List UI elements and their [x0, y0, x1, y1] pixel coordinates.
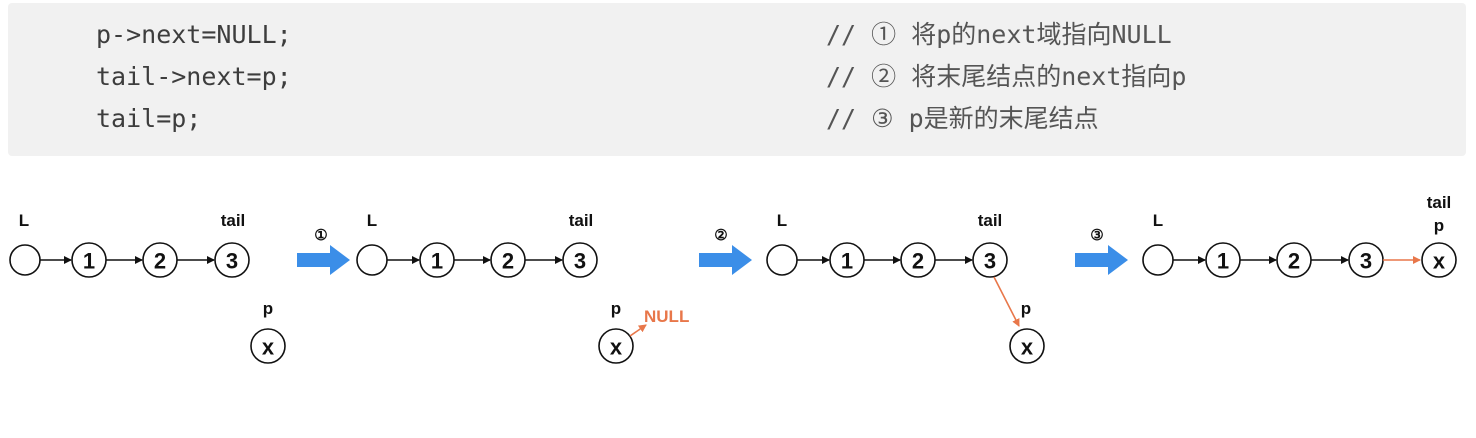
- stage-2: L tail 1 2 3 p x: [766, 211, 1045, 364]
- node-value: 1: [83, 249, 95, 274]
- head-pointer-label: L: [1153, 211, 1163, 230]
- list-node-3: [972, 242, 1008, 278]
- p-pointer-label: p: [1434, 216, 1444, 235]
- head-node: [1142, 244, 1174, 276]
- p-pointer-label: p: [1021, 299, 1031, 318]
- node-value: 1: [841, 249, 853, 274]
- stage-3: L 1 2 3 tail p x: [1142, 193, 1457, 278]
- comment-line-3: // ③ p是新的末尾结点: [826, 104, 1099, 133]
- node-value: 2: [154, 249, 166, 274]
- node-value: 1: [431, 249, 443, 274]
- step-label-1: ①: [314, 227, 327, 244]
- new-node-x: [250, 328, 286, 364]
- linked-list-diagram: L tail 1 2 3 p x ① L tail 1 2 3 p x NULL: [9, 193, 1457, 364]
- new-node-x: [1009, 328, 1045, 364]
- head-pointer-label: L: [777, 211, 787, 230]
- null-link: [629, 324, 647, 337]
- stage-1: L tail 1 2 3 p x NULL: [356, 211, 689, 364]
- step-label-3: ③: [1090, 227, 1103, 244]
- code-line-1: p->next=NULL;: [96, 20, 292, 49]
- tail-to-p-link: [993, 276, 1020, 327]
- head-node: [766, 244, 798, 276]
- stage-0: L tail 1 2 3 p x: [9, 211, 286, 364]
- tail-pointer-label: tail: [221, 211, 246, 230]
- node-value: x: [1021, 335, 1034, 360]
- comment-line-2: // ② 将末尾结点的next指向p: [826, 62, 1187, 91]
- p-pointer-label: p: [611, 299, 621, 318]
- node-value: 3: [984, 249, 996, 274]
- list-node-3: [562, 242, 598, 278]
- node-value: 3: [226, 249, 238, 274]
- node-value: 2: [912, 249, 924, 274]
- new-node-x: [598, 328, 634, 364]
- tail-pointer-label: tail: [978, 211, 1003, 230]
- node-value: 3: [1360, 249, 1372, 274]
- node-value: x: [610, 335, 623, 360]
- step-arrow-icon: [297, 245, 350, 275]
- node-value: x: [262, 335, 275, 360]
- p-pointer-label: p: [263, 299, 273, 318]
- null-label: NULL: [644, 307, 689, 326]
- code-panel: p->next=NULL; tail->next=p; tail=p; // ①…: [8, 3, 1466, 156]
- comment-line-1: // ① 将p的next域指向NULL: [826, 20, 1172, 49]
- node-value: x: [1433, 249, 1446, 274]
- code-line-3: tail=p;: [96, 104, 202, 133]
- head-pointer-label: L: [367, 211, 377, 230]
- node-value: 1: [1217, 249, 1229, 274]
- list-node-3: [214, 242, 250, 278]
- node-value: 2: [1288, 249, 1300, 274]
- step-label-2: ②: [714, 227, 727, 244]
- new-node-x: [1421, 242, 1457, 278]
- head-pointer-label: L: [19, 211, 29, 230]
- step-arrow-icon: [1075, 245, 1128, 275]
- step-arrow-icon: [699, 245, 752, 275]
- head-node: [9, 244, 41, 276]
- tail-pointer-label: tail: [569, 211, 594, 230]
- code-line-2: tail->next=p;: [96, 62, 292, 91]
- tail-pointer-label: tail: [1427, 193, 1452, 212]
- node-value: 3: [574, 249, 586, 274]
- head-node: [356, 244, 388, 276]
- node-value: 2: [502, 249, 514, 274]
